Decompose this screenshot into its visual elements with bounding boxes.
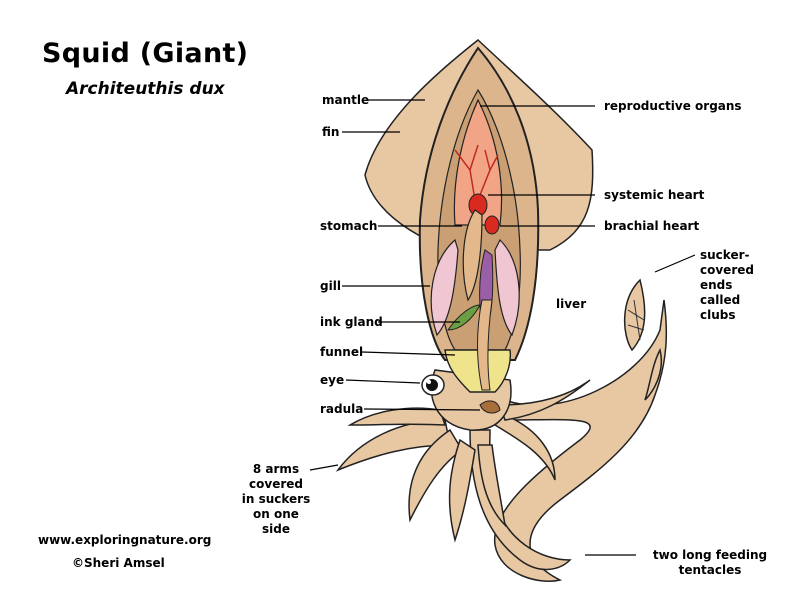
label-stomach: stomach: [320, 219, 378, 233]
brachial-heart: [484, 215, 500, 235]
feeding-tentacle-right-upper: [644, 347, 662, 401]
label-systemic-heart: systemic heart: [604, 188, 705, 202]
label-liver: liver: [556, 297, 587, 311]
label-radula: radula: [320, 402, 364, 416]
label-arms: 8 arms covered in suckers on one side: [241, 462, 311, 536]
gill-left: [430, 238, 459, 337]
leader-lines: [309, 99, 696, 556]
label-ink-gland: ink gland: [320, 315, 383, 329]
squid-arms: [335, 379, 591, 543]
tentacle-club-suckers: [627, 299, 645, 341]
feeding-tentacle-club: [623, 278, 646, 352]
website-credit: www.exploringnature.org: [38, 533, 212, 547]
label-reproductive-organs: reproductive organs: [604, 99, 742, 113]
esophagus: [477, 299, 493, 391]
stomach: [462, 209, 483, 302]
label-fin: fin: [322, 125, 340, 139]
page-title: Squid (Giant): [42, 38, 249, 69]
label-eye: eye: [320, 373, 345, 387]
label-clubs: sucker- covered ends called clubs: [700, 248, 754, 322]
blood-vessels: [454, 144, 499, 201]
funnel: [444, 349, 512, 393]
feeding-tentacle-right: [494, 299, 668, 582]
label-funnel: funnel: [320, 345, 364, 359]
label-feeding-tentacles: two long feeding tentacles: [652, 548, 768, 577]
gill-right: [494, 238, 520, 337]
label-brachial-heart: brachial heart: [604, 219, 700, 233]
copyright-credit: ©Sheri Amsel: [72, 556, 165, 570]
species-name: Architeuthis dux: [66, 79, 225, 99]
ink-gland: [447, 304, 481, 331]
label-gill: gill: [320, 279, 341, 293]
radula: [479, 400, 501, 414]
label-mantle: mantle: [322, 93, 370, 107]
